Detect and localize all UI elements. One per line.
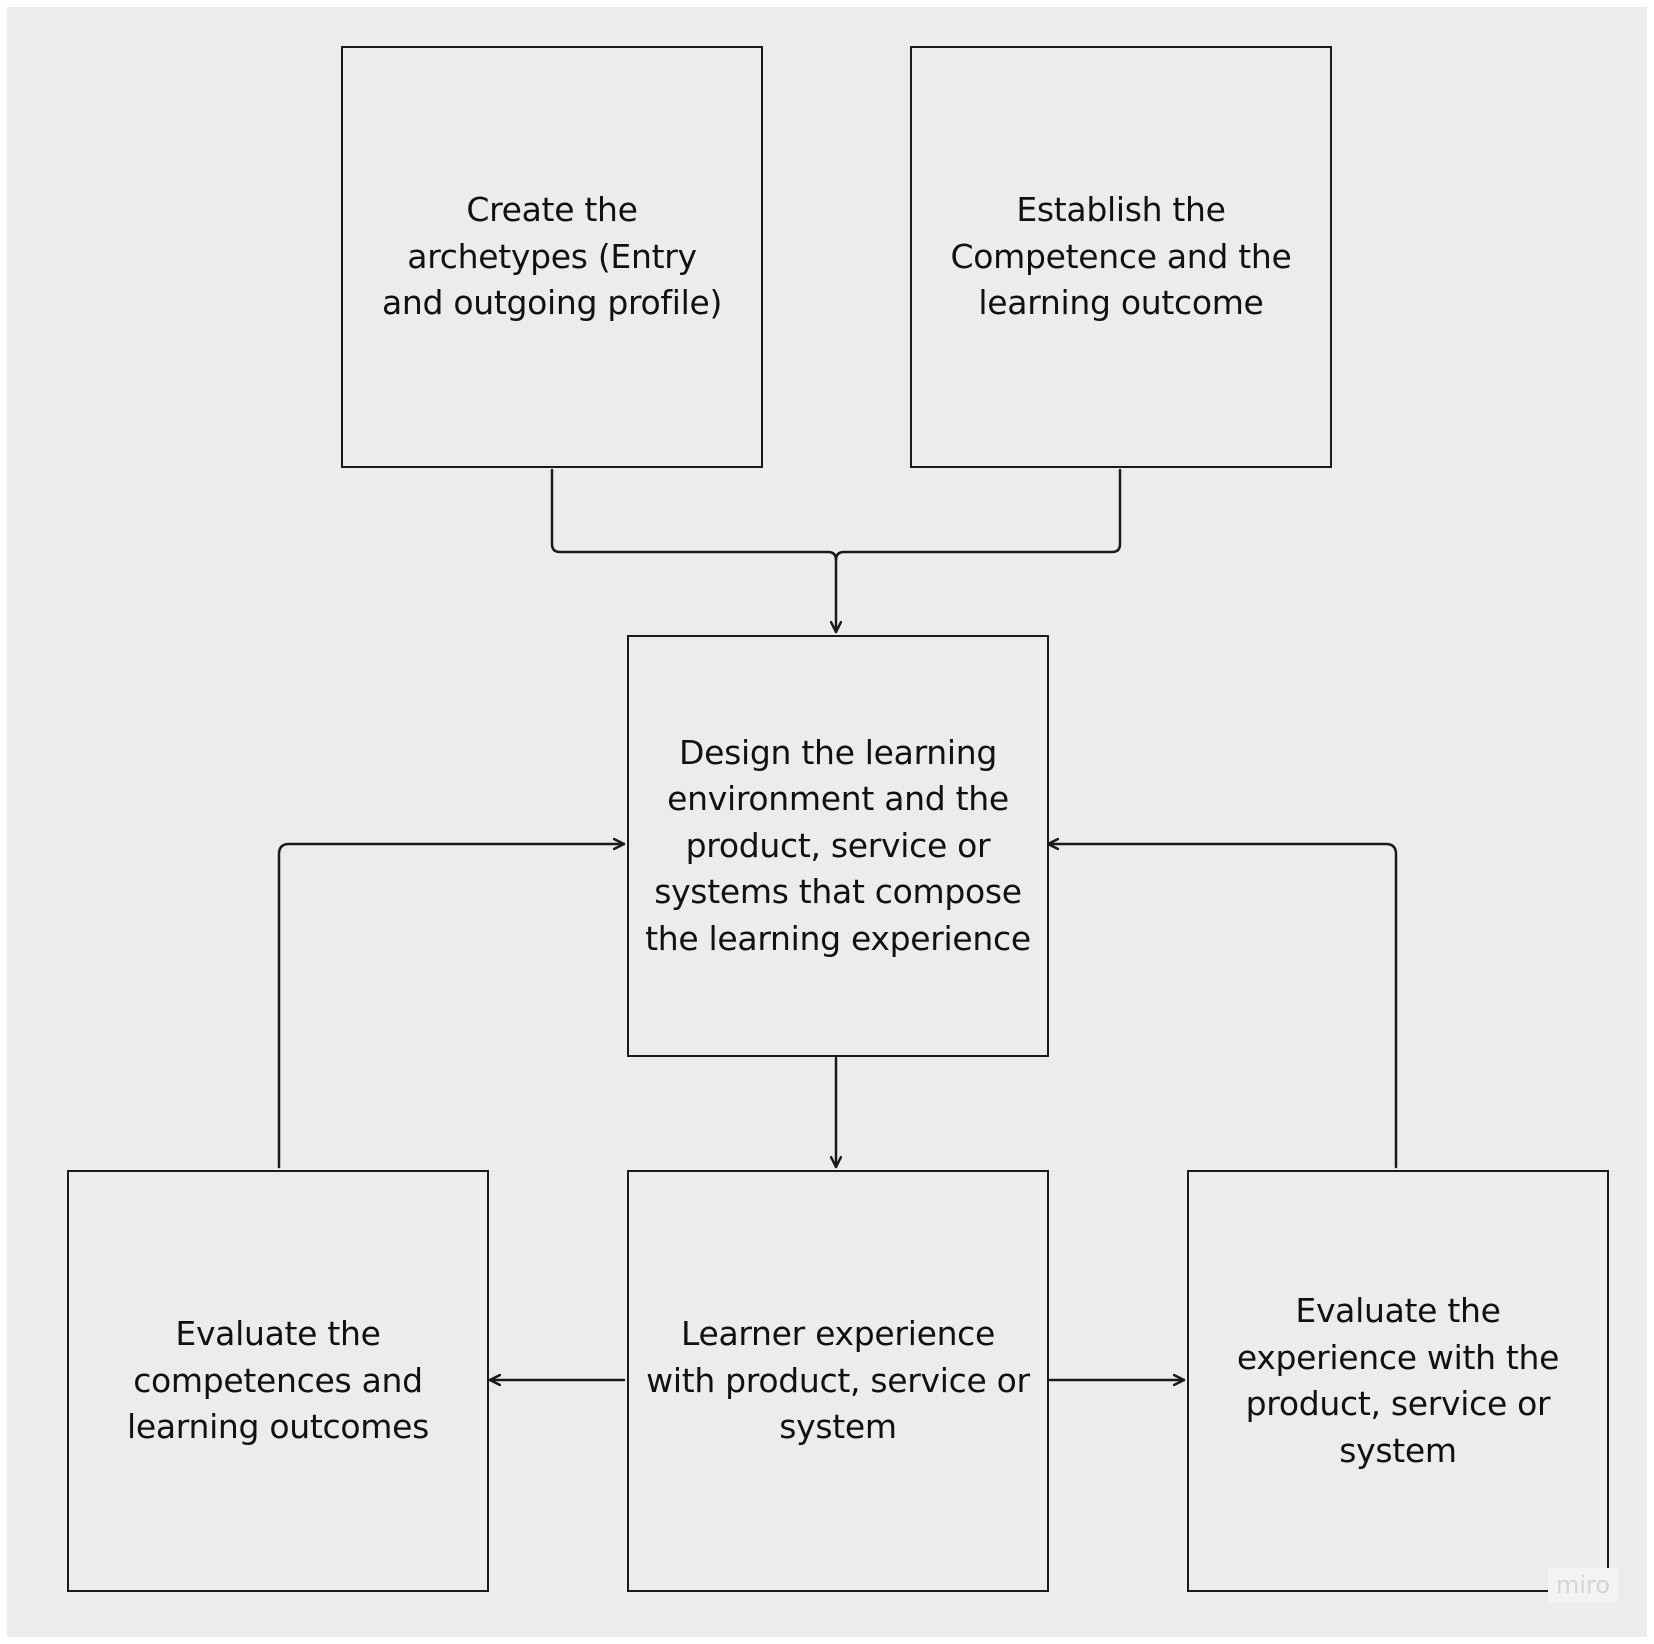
node-design-learning-environment[interactable]: Design the learning environment and the … xyxy=(627,635,1049,1057)
node-establish-competence-label: Establish the Competence and the learnin… xyxy=(950,190,1292,323)
node-create-archetypes[interactable]: Create the archetypes (Entry and outgoin… xyxy=(341,46,763,468)
miro-watermark: miro xyxy=(1548,1568,1618,1602)
miro-watermark-text: miro xyxy=(1555,1571,1611,1599)
edge-evaluate-experience-to-design xyxy=(1046,844,1398,1169)
node-learner-experience-label: Learner experience with product, service… xyxy=(646,1314,1030,1447)
edge-competence-to-design xyxy=(834,468,1122,562)
node-learner-experience[interactable]: Learner experience with product, service… xyxy=(627,1170,1049,1592)
edge-evaluate-competences-to-design xyxy=(277,844,626,1169)
node-evaluate-competences-label: Evaluate the competences and learning ou… xyxy=(126,1314,430,1447)
edge-archetypes-to-design xyxy=(550,468,836,634)
node-establish-competence[interactable]: Establish the Competence and the learnin… xyxy=(910,46,1332,468)
node-evaluate-experience[interactable]: Evaluate the experience with the product… xyxy=(1187,1170,1609,1592)
node-evaluate-experience-label: Evaluate the experience with the product… xyxy=(1236,1291,1560,1470)
node-design-learning-environment-label: Design the learning environment and the … xyxy=(645,732,1031,958)
node-evaluate-competences[interactable]: Evaluate the competences and learning ou… xyxy=(67,1170,489,1592)
node-create-archetypes-label: Create the archetypes (Entry and outgoin… xyxy=(381,190,723,323)
